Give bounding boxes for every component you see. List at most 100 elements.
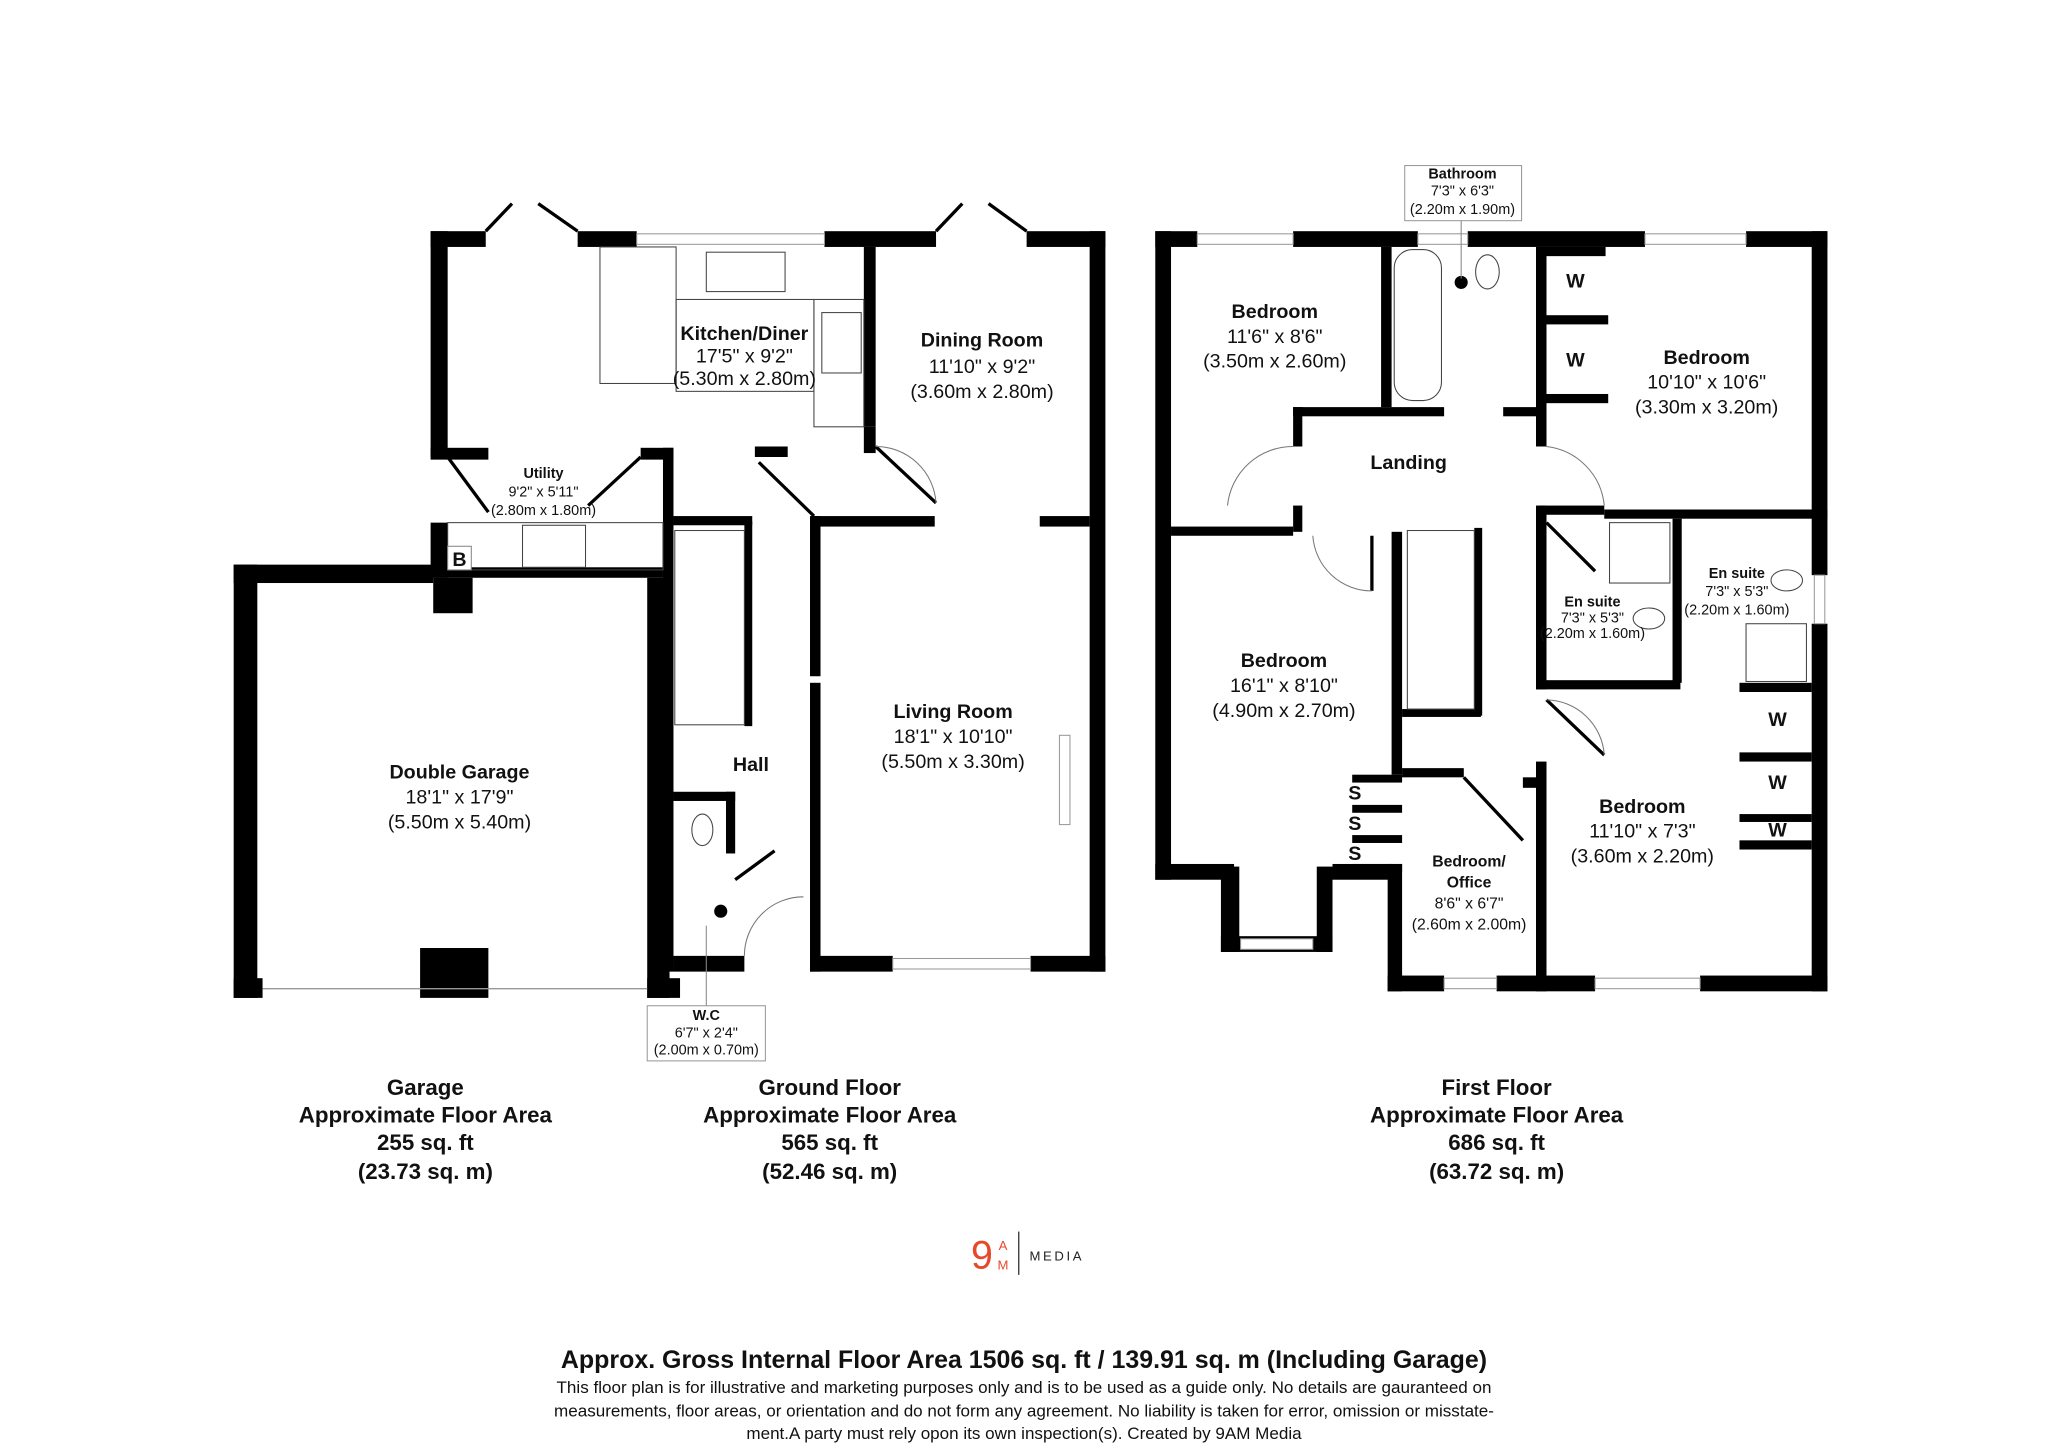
wall [824,231,937,247]
svg-text:First Floor: First Floor [1441,1075,1552,1100]
room-dimensions-metric: (5.30m x 2.80m) [673,368,816,390]
room-dimensions-metric: (2.20m x 1.60m) [1540,626,1645,642]
wall [1220,866,1240,952]
storage-label: S [1348,843,1361,865]
room-name: En suite [1564,595,1620,611]
room-dimensions-metric: (3.60m x 2.80m) [910,381,1053,403]
wall [1536,505,1547,690]
wall [1293,505,1303,532]
boiler-label: B [452,549,466,571]
room-dimensions-metric: (5.50m x 5.40m) [388,812,531,834]
disclaimer-line: ment.A party must rely opon its own insp… [746,1424,1302,1443]
wall [662,447,674,972]
svg-text:A: A [999,1238,1008,1253]
wall [1293,231,1418,247]
room-dimensions-metric: (2.60m x 2.00m) [1412,917,1527,934]
wall [1536,246,1547,447]
storage-label: S [1348,813,1361,835]
room-dimensions: 7'3" x 5'3" [1561,610,1624,626]
wall [810,516,821,677]
room-dimensions: 11'10" x 7'3" [1589,821,1696,843]
wall [673,791,736,801]
wall [1746,231,1828,247]
wall [673,955,745,972]
wall [1293,407,1445,417]
room-dimensions: 16'1" x 8'10" [1230,675,1338,697]
room-name: Bedroom [1599,796,1685,818]
wall [1391,531,1403,775]
room-dimensions-metric: (2.20m x 1.60m) [1684,603,1789,619]
hob-icon [821,312,862,374]
wall [233,564,258,998]
svg-text:Approximate Floor Area: Approximate Floor Area [1370,1103,1624,1128]
disclaimer-line: This floor plan is for illustrative and … [557,1378,1492,1397]
soil-pipe-icon [714,904,728,918]
logo-9am-media: 9 A M MEDIA [971,1231,1084,1277]
wall [1474,527,1483,716]
room-dimensions: 7'3" x 6'3" [1431,184,1494,200]
walls [233,231,1828,998]
svg-text:Approximate Floor Area: Approximate Floor Area [703,1103,957,1128]
wall [1672,518,1682,683]
wall [577,231,637,247]
doors [446,202,1606,956]
fixtures [447,246,1807,918]
wall [1538,505,1605,515]
wall [725,791,736,854]
toilet-icon [691,813,714,847]
wall [430,231,448,457]
room-dimensions: 10'10" x 10'6" [1647,372,1766,394]
room-name: Bedroom [1663,347,1749,369]
wall [863,246,876,427]
wall [754,446,788,457]
room-dimensions: 17'5" x 9'2" [696,345,793,367]
svg-text:MEDIA: MEDIA [1029,1248,1084,1263]
wall [1387,863,1403,992]
svg-text:Ground Floor: Ground Floor [758,1075,901,1100]
wall [863,426,876,454]
toilet-icon [1632,607,1666,630]
room-dimensions-metric: (5.50m x 3.30m) [881,751,1024,773]
logo-mark: 9 [971,1233,993,1277]
svg-text:Garage: Garage [387,1075,464,1100]
toilet-icon [1475,254,1500,290]
windows [262,233,1826,990]
wall [1503,407,1539,417]
room-dimensions: 11'6" x 8'6" [1227,326,1323,348]
wall [1811,623,1828,992]
wall [1316,866,1333,952]
floor-area-garage: Garage Approximate Floor Area 255 sq. ft… [299,1075,553,1184]
svg-text:(63.72 sq. m): (63.72 sq. m) [1429,1159,1564,1184]
room-dimensions-metric: (2.80m x 1.80m) [491,503,596,519]
wall [673,516,753,526]
room-name: Hall [733,754,769,776]
staircase-ground [674,529,745,726]
room-dimensions: 11'10" x 9'2" [929,356,1036,378]
wall [420,947,489,998]
wall [1739,682,1812,692]
wardrobe-label: W [1768,709,1787,731]
wardrobe-label: W [1768,772,1787,794]
room-dimensions-metric: (3.50m x 2.60m) [1203,351,1346,373]
room-dimensions-metric: (2.20m x 1.90m) [1410,202,1515,218]
wall [1467,231,1645,247]
wall [1402,709,1481,717]
room-name: Bedroom [1232,301,1318,323]
wall [810,955,893,972]
room-dimensions: 6'7" x 2'4" [675,1025,738,1041]
shower-icon [1745,623,1807,683]
room-dimensions: 8'6" x 6'7" [1435,896,1504,913]
wardrobe-label: W [1566,271,1585,293]
wall [430,522,448,578]
room-dimensions: 9'2" x 5'11" [508,484,578,500]
wardrobe-label: W [1768,819,1787,841]
staircase-first [1406,529,1475,710]
room-name: Double Garage [389,762,529,784]
svg-text:(23.73 sq. m): (23.73 sq. m) [358,1159,493,1184]
wall [1039,516,1090,527]
wall [233,978,263,998]
wall [1739,752,1812,762]
wall [744,521,753,727]
room-name: Bedroom/ [1432,854,1506,871]
